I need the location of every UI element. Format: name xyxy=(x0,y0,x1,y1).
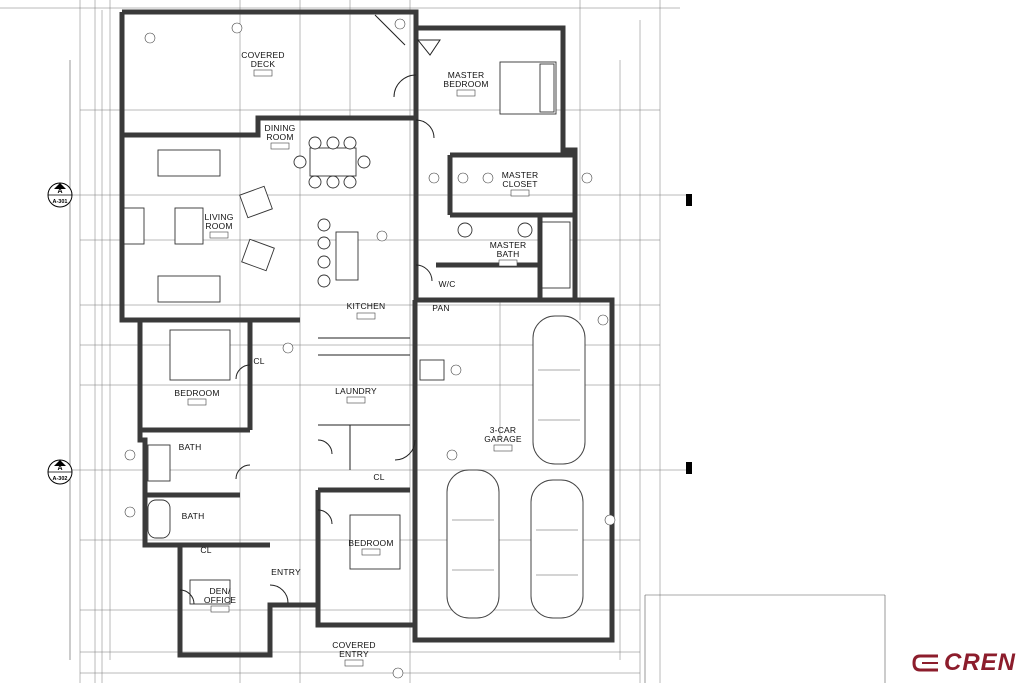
master-closet-label: MASTER xyxy=(502,170,539,180)
laundry-label: LAUNDRY xyxy=(335,386,377,396)
armchair xyxy=(239,185,273,219)
car-3 xyxy=(530,479,584,619)
furniture xyxy=(123,61,571,605)
bathtub xyxy=(147,499,171,539)
kitchen-label: KITCHEN xyxy=(347,301,386,311)
svg-text:BATH: BATH xyxy=(497,249,520,259)
master-bath-label: MASTER xyxy=(490,240,527,250)
room-tags xyxy=(187,69,530,667)
svg-text:OFFICE: OFFICE xyxy=(204,595,236,605)
master-bedroom-label: MASTER xyxy=(448,70,485,80)
sofa-south xyxy=(157,275,221,303)
garage-cars xyxy=(446,315,586,619)
coffee-table xyxy=(174,207,204,245)
deck-corner xyxy=(374,14,441,56)
covered-deck-label: COVERED xyxy=(241,50,284,60)
covered-entry-label: COVERED xyxy=(332,640,375,650)
room-labels: COVERED DECK MASTER BEDROOM DINING ROOM … xyxy=(174,50,538,659)
svg-text:A-302: A-302 xyxy=(53,476,68,482)
living-room-label: LIVING xyxy=(204,212,233,222)
desk xyxy=(189,579,231,605)
bath-2-label: BATH xyxy=(182,511,205,521)
wc-label: W/C xyxy=(438,279,455,289)
bedroom-bed-south xyxy=(349,514,401,570)
dining-room-label: DINING xyxy=(265,123,296,133)
svg-text:CLOSET: CLOSET xyxy=(502,179,537,189)
svg-text:ENTRY: ENTRY xyxy=(339,649,369,659)
master-shower xyxy=(541,221,571,289)
dimension-lines xyxy=(0,0,886,683)
cren-logo: CREN xyxy=(912,649,1016,677)
svg-text:A: A xyxy=(57,188,62,195)
bedroom-west-label: BEDROOM xyxy=(174,388,219,398)
svg-text:ROOM: ROOM xyxy=(266,132,293,142)
dining-table xyxy=(309,147,357,177)
sofa-north xyxy=(157,149,221,177)
logo-text: CREN xyxy=(943,649,1016,676)
section-marker-2: A A-302 xyxy=(47,459,692,485)
svg-text:DECK: DECK xyxy=(251,59,276,69)
svg-text:GARAGE: GARAGE xyxy=(484,434,522,444)
bath-1-label: BATH xyxy=(179,442,202,452)
section-marker-1: A A-301 xyxy=(47,182,692,208)
svg-text:A-301: A-301 xyxy=(53,199,68,205)
garage-label: 3-CAR xyxy=(490,425,517,435)
callout-circles xyxy=(124,18,616,679)
walls xyxy=(119,9,615,658)
svg-text:A: A xyxy=(57,465,62,472)
den-office-label: DEN/ xyxy=(209,586,231,596)
closet-west-label: CL xyxy=(253,356,264,366)
car-2 xyxy=(446,469,500,619)
water-heater xyxy=(419,359,445,381)
doors xyxy=(179,74,435,605)
pantry-label: PAN xyxy=(432,303,449,313)
cren-mark-icon xyxy=(912,654,938,672)
bedroom-south-label: BEDROOM xyxy=(348,538,393,548)
bedroom-bed xyxy=(169,329,231,381)
svg-text:ROOM: ROOM xyxy=(205,221,232,231)
entry-label: ENTRY xyxy=(271,567,301,577)
armchair xyxy=(241,238,275,272)
closet-south-label: CL xyxy=(373,472,384,482)
svg-text:BEDROOM: BEDROOM xyxy=(443,79,488,89)
closet-den-label: CL xyxy=(200,545,211,555)
car-1 xyxy=(532,315,586,465)
shower xyxy=(147,444,171,482)
fireplace xyxy=(123,207,145,245)
kitchen-island xyxy=(335,231,359,281)
